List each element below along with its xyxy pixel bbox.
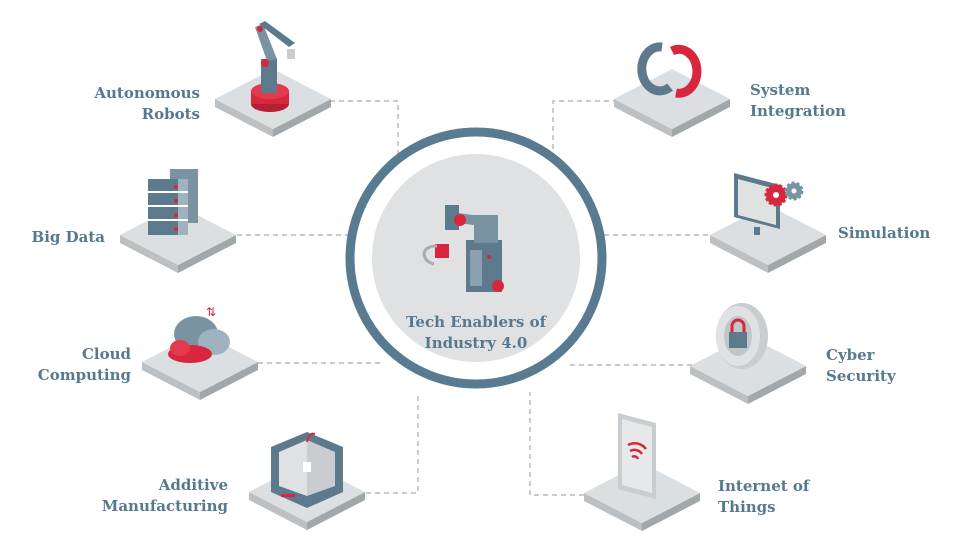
connectors (237, 100, 708, 496)
platform-simulation (710, 173, 826, 273)
label-cyber-security: Cyber Security (826, 345, 896, 387)
label-line: Internet of (718, 477, 810, 495)
padlock-icon (716, 303, 768, 369)
platform-big-data (120, 169, 236, 273)
center-hub (345, 127, 607, 389)
label-line: Robots (141, 105, 200, 123)
label-line: Manufacturing (101, 497, 228, 515)
connector-system-integration (552, 100, 618, 162)
label-line: Simulation (838, 224, 931, 242)
interlocking-rings-icon (637, 42, 702, 98)
center-title-line2: Industry 4.0 (424, 334, 528, 352)
label-line: Computing (37, 366, 131, 384)
label-internet-of-things: Internet of Things (718, 476, 809, 518)
label-line: Cyber (826, 346, 875, 364)
platform-cloud-computing: ⇅ (142, 305, 258, 400)
label-system-integration: System Integration (750, 80, 846, 122)
label-line: Big Data (31, 228, 105, 246)
label-line: Autonomous (94, 84, 200, 102)
platform-cyber-security (690, 303, 806, 404)
tablet-wifi-icon (618, 413, 656, 499)
connector-additive (366, 392, 419, 494)
label-line: Integration (750, 102, 847, 120)
connector-iot (529, 392, 584, 496)
platform-additive-manufacturing (249, 432, 365, 530)
label-line: Things (718, 498, 776, 516)
label-line: Security (826, 367, 896, 385)
platform-system-integration (614, 42, 730, 137)
center-title: Tech Enablers of Industry 4.0 (376, 312, 576, 354)
label-line: System (750, 81, 811, 99)
cloud-icon: ⇅ (168, 305, 230, 363)
connector-robots (330, 100, 399, 162)
label-simulation: Simulation (838, 223, 930, 244)
label-big-data: Big Data (32, 227, 105, 248)
monitor-gears-icon (734, 173, 804, 235)
platform-internet-of-things (584, 413, 700, 531)
label-additive-manufacturing: Additive Manufacturing (102, 475, 228, 517)
label-line: Cloud (81, 345, 131, 363)
robot-arm-icon (251, 21, 295, 112)
label-autonomous-robots: Autonomous Robots (94, 83, 200, 125)
svg-text:⇅: ⇅ (206, 305, 216, 319)
server-rack-icon (148, 169, 198, 235)
center-title-line1: Tech Enablers of (405, 313, 547, 331)
label-line: Additive (158, 476, 228, 494)
label-cloud-computing: Cloud Computing (38, 344, 131, 386)
3d-printer-icon (271, 432, 343, 508)
platform-autonomous-robots (215, 21, 331, 137)
industrial-robot-arm-icon (422, 205, 504, 292)
